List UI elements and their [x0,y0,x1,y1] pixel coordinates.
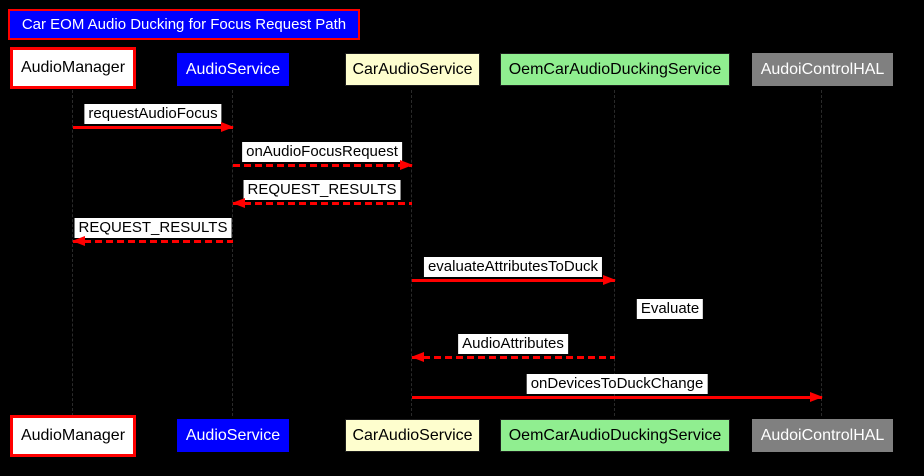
message-label-request-results-2: REQUEST_RESULTS [74,218,232,238]
message-arrow-audio-attributes [411,352,615,362]
participant-top-audiomanager: AudioManager [10,47,136,89]
message-label-request-audio-focus: requestAudioFocus [84,104,222,124]
message-arrow-request-results-2 [72,236,233,246]
lifeline-caraudioservice [411,90,412,416]
participant-top-caraudioservice: CarAudioService [345,53,480,86]
arrowhead-right-icon [400,160,413,170]
lifeline-audioservice [232,90,233,416]
diagram-title: Car EOM Audio Ducking for Focus Request … [8,9,360,40]
participant-top-audoicontrolhal: AudoiControlHAL [752,53,893,86]
arrowhead-left-icon [232,198,245,208]
message-label-on-devices-to-duck-change: onDevicesToDuckChange [526,374,708,394]
lifeline-oemcaraudioduckingservice [614,90,615,416]
arrowhead-right-icon [221,122,234,132]
participant-bottom-audoicontrolhal: AudoiControlHAL [752,419,893,452]
message-label-evaluate-attributes-to-duck: evaluateAttributesToDuck [423,257,603,277]
message-arrow-evaluate-attributes-to-duck [412,275,616,285]
arrowhead-left-icon [72,236,85,246]
message-arrow-request-results-1 [232,198,412,208]
participant-top-audioservice: AudioService [177,53,289,86]
participant-bottom-audiomanager: AudioManager [10,415,136,457]
message-label-request-results-1: REQUEST_RESULTS [243,180,401,200]
participant-bottom-caraudioservice: CarAudioService [345,419,480,452]
message-arrow-on-devices-to-duck-change [412,392,823,402]
participant-bottom-audioservice: AudioService [177,419,289,452]
message-label-evaluate-self: Evaluate [636,299,704,319]
message-arrow-request-audio-focus [73,122,234,132]
lifeline-audiomanager [72,90,73,416]
message-label-on-audio-focus-request: onAudioFocusRequest [242,142,402,162]
participant-top-oemcaraudioduckingservice: OemCarAudioDuckingService [500,53,730,86]
message-label-audio-attributes: AudioAttributes [458,334,568,354]
lifeline-audoicontrolhal [821,90,822,416]
arrowhead-right-icon [810,392,823,402]
message-arrow-on-audio-focus-request [233,160,413,170]
participant-bottom-oemcaraudioduckingservice: OemCarAudioDuckingService [500,419,730,452]
arrowhead-left-icon [411,352,424,362]
arrowhead-right-icon [603,275,616,285]
